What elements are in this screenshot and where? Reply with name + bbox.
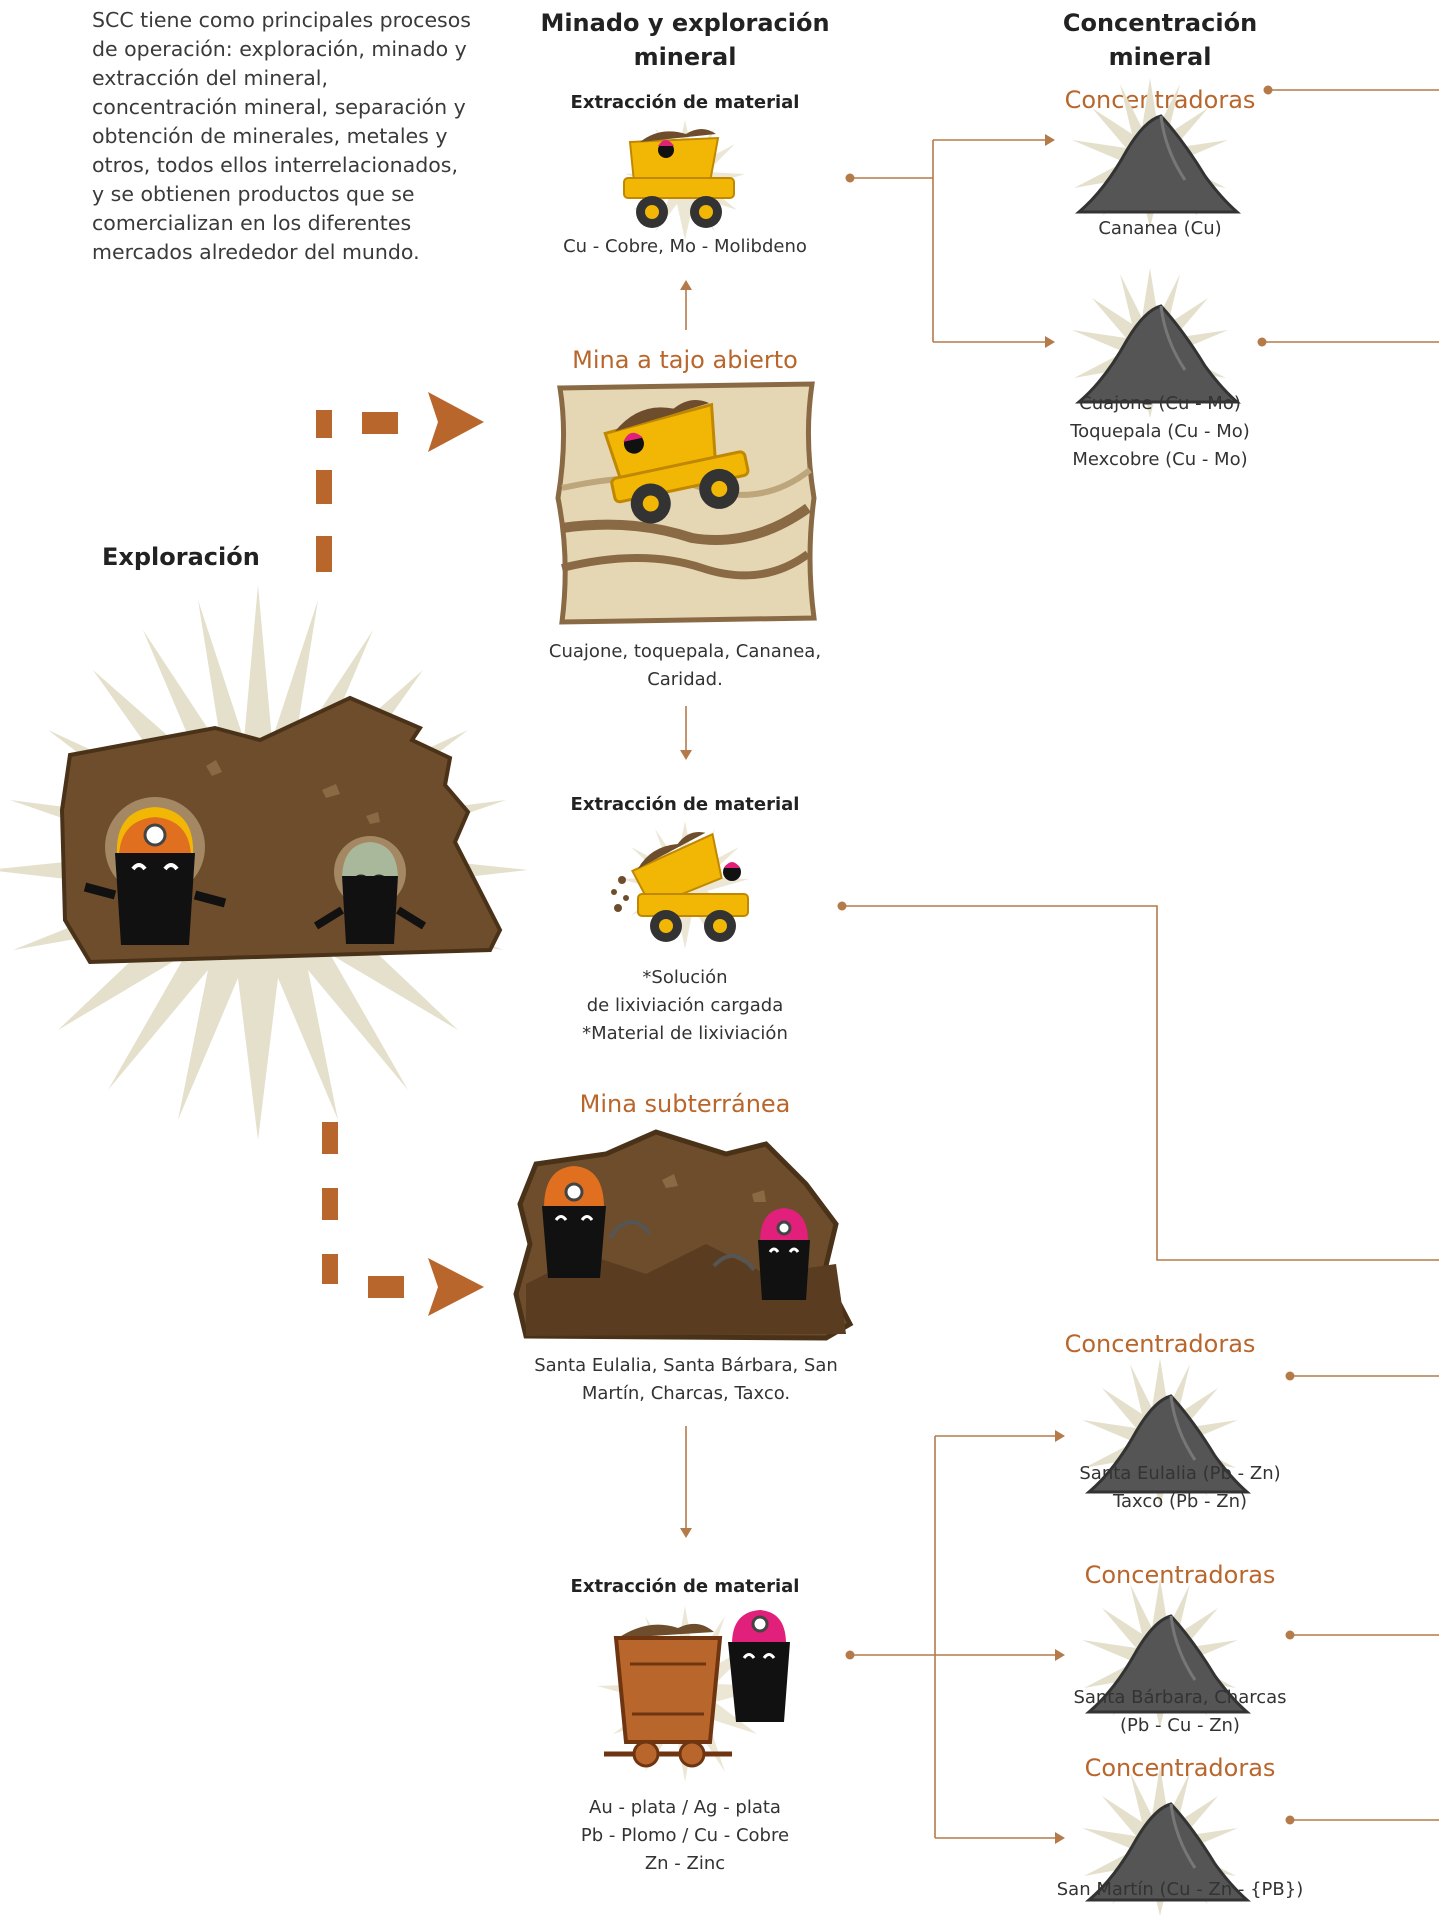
caption-line: Cuajone (Cu - Mo) (1079, 393, 1241, 414)
concentrator-caption: San Martín (Cu - Zn - {PB}) (1050, 1876, 1310, 1904)
concentrator-caption: Cananea (Cu) (1040, 215, 1280, 243)
mine-cart-icon (597, 1606, 790, 1782)
exploration-illustration (0, 585, 528, 1140)
concentrator-title: Concentradoras (1084, 1754, 1276, 1782)
caption-line: Santa Bárbara, Charcas (1073, 1687, 1287, 1708)
column-header-mining: Minado y exploración mineral (540, 9, 830, 71)
caption-line: Santa Eulalia (Pb - Zn) (1079, 1463, 1281, 1484)
caption-line: San Martín (Cu - Zn - {PB}) (1056, 1879, 1304, 1900)
caption-line: *Material de lixiviación (582, 1023, 788, 1044)
concentrator-caption: Santa Eulalia (Pb - Zn) Taxco (Pb - Zn) (1060, 1460, 1300, 1516)
caption-line: *Solución (642, 967, 728, 988)
extraction-bottom-title: Extracción de material (570, 1576, 800, 1597)
underground-caption: Santa Eulalia, Santa Bárbara, San Martín… (534, 1355, 838, 1404)
caption-line: Pb - Plomo / Cu - Cobre (580, 1825, 790, 1846)
concentrator-caption: Santa Bárbara, Charcas (Pb - Cu - Zn) (1060, 1684, 1300, 1740)
concentrator-title: Concentradoras (1064, 86, 1256, 114)
extraction-mid-title: Extracción de material (570, 794, 800, 815)
extraction-mid-caption: *Solución de lixiviación cargada *Materi… (540, 964, 830, 1048)
extraction-bottom-caption: Au - plata / Ag - plata Pb - Plomo / Cu … (540, 1794, 830, 1878)
caption-line: Mexcobre (Cu - Mo) (1072, 449, 1248, 470)
caption-line: (Pb - Cu - Zn) (1120, 1715, 1240, 1736)
extraction-top-caption: Cu - Cobre, Mo - Molibdeno (563, 236, 807, 257)
caption-line: Au - plata / Ag - plata (589, 1797, 781, 1818)
column-header-concentration: Concentración mineral (1062, 9, 1258, 71)
dump-truck-icon (623, 120, 745, 240)
dump-truck-unloading-icon (611, 821, 749, 949)
underground-mine-illustration (513, 1129, 854, 1341)
mineral-pile-icon (1070, 76, 1239, 230)
caption-line: Taxco (Pb - Zn) (1112, 1491, 1247, 1512)
concentrator-title: Concentradoras (1064, 1330, 1256, 1358)
mineral-pile-icon (1070, 266, 1239, 420)
concentrator-caption: Cuajone (Cu - Mo) Toquepala (Cu - Mo) Me… (1040, 390, 1280, 474)
extraction-top-title: Extracción de material (570, 92, 800, 113)
caption-line: Cananea (Cu) (1098, 218, 1222, 239)
concentrator-title: Concentradoras (1084, 1561, 1276, 1589)
intro-paragraph: SCC tiene como principales procesos de o… (92, 8, 471, 264)
open-pit-caption: Cuajone, toquepala, Cananea, Caridad. (548, 641, 822, 690)
caption-line: de lixiviación cargada (586, 995, 784, 1016)
underground-title: Mina subterránea (579, 1090, 791, 1118)
caption-line: Toquepala (Cu - Mo) (1070, 421, 1250, 442)
exploration-label: Exploración (102, 543, 260, 571)
open-pit-title: Mina a tajo abierto (572, 346, 798, 374)
caption-line: Zn - Zinc (644, 1853, 726, 1874)
open-pit-mine-illustration (555, 381, 817, 625)
